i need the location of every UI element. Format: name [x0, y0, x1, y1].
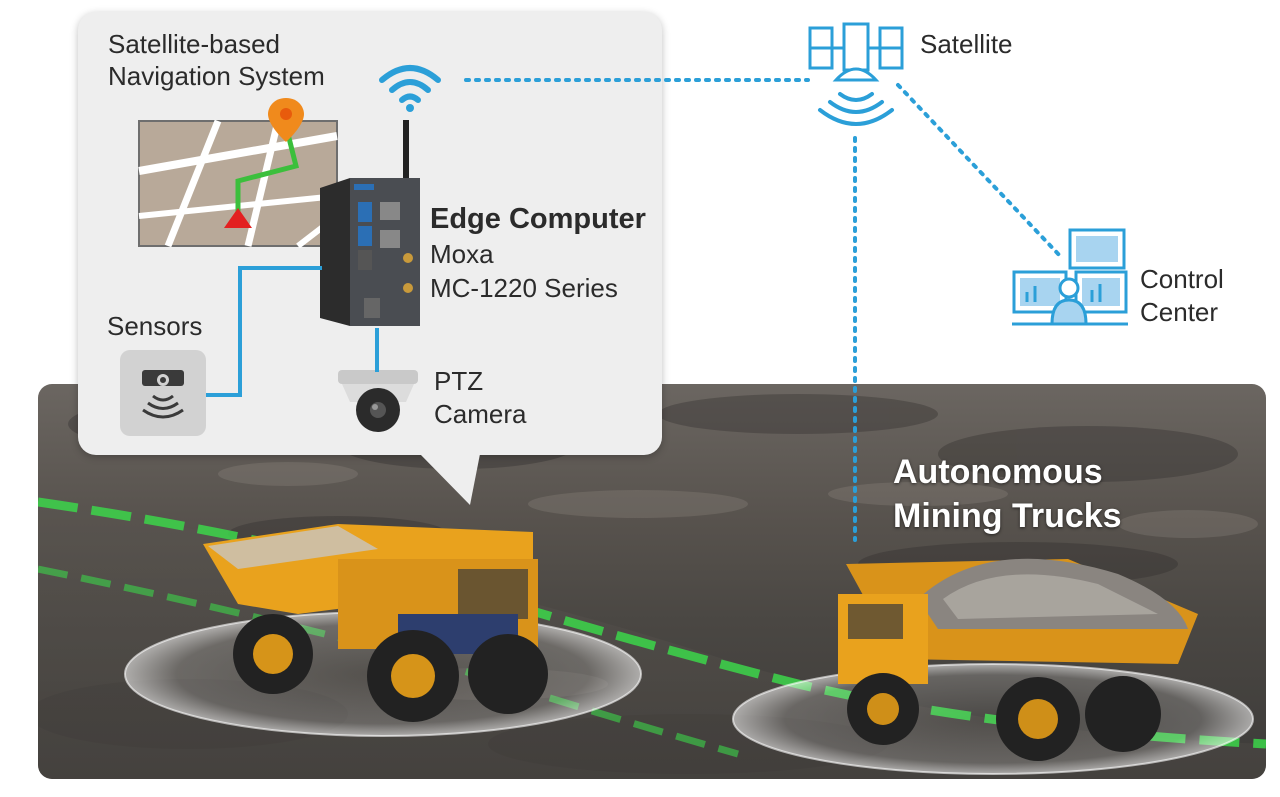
mining-truck-1 — [203, 524, 548, 722]
sensors-label: Sensors — [107, 311, 203, 341]
sensor-icon — [120, 350, 206, 436]
edge-computer-model: MC-1220 Series — [430, 273, 618, 303]
camera-label-line2: Camera — [434, 399, 527, 429]
control-center-label-line1: Control — [1140, 264, 1224, 294]
camera-label-line1: PTZ — [434, 366, 484, 396]
ptz-camera-icon — [338, 370, 418, 432]
nav-title-line1: Satellite-based — [108, 29, 280, 59]
wifi-icon — [379, 65, 441, 112]
navigation-map-icon — [138, 98, 338, 248]
scene-title-line2: Mining Trucks — [893, 497, 1122, 535]
edge-computer-icon — [320, 120, 420, 326]
edge-computer-vendor: Moxa — [430, 239, 494, 269]
satellite-label: Satellite — [920, 29, 1013, 59]
nav-title-line2: Navigation System — [108, 61, 325, 91]
scene-title-line1: Autonomous — [893, 453, 1103, 491]
control-center-icon — [1012, 228, 1128, 326]
control-center-label-line2: Center — [1140, 297, 1219, 327]
edge-computer-title: Edge Computer — [430, 203, 646, 235]
mining-truck-2 — [838, 558, 1198, 761]
satellite-icon — [808, 22, 904, 126]
callout-pointer — [420, 454, 480, 505]
